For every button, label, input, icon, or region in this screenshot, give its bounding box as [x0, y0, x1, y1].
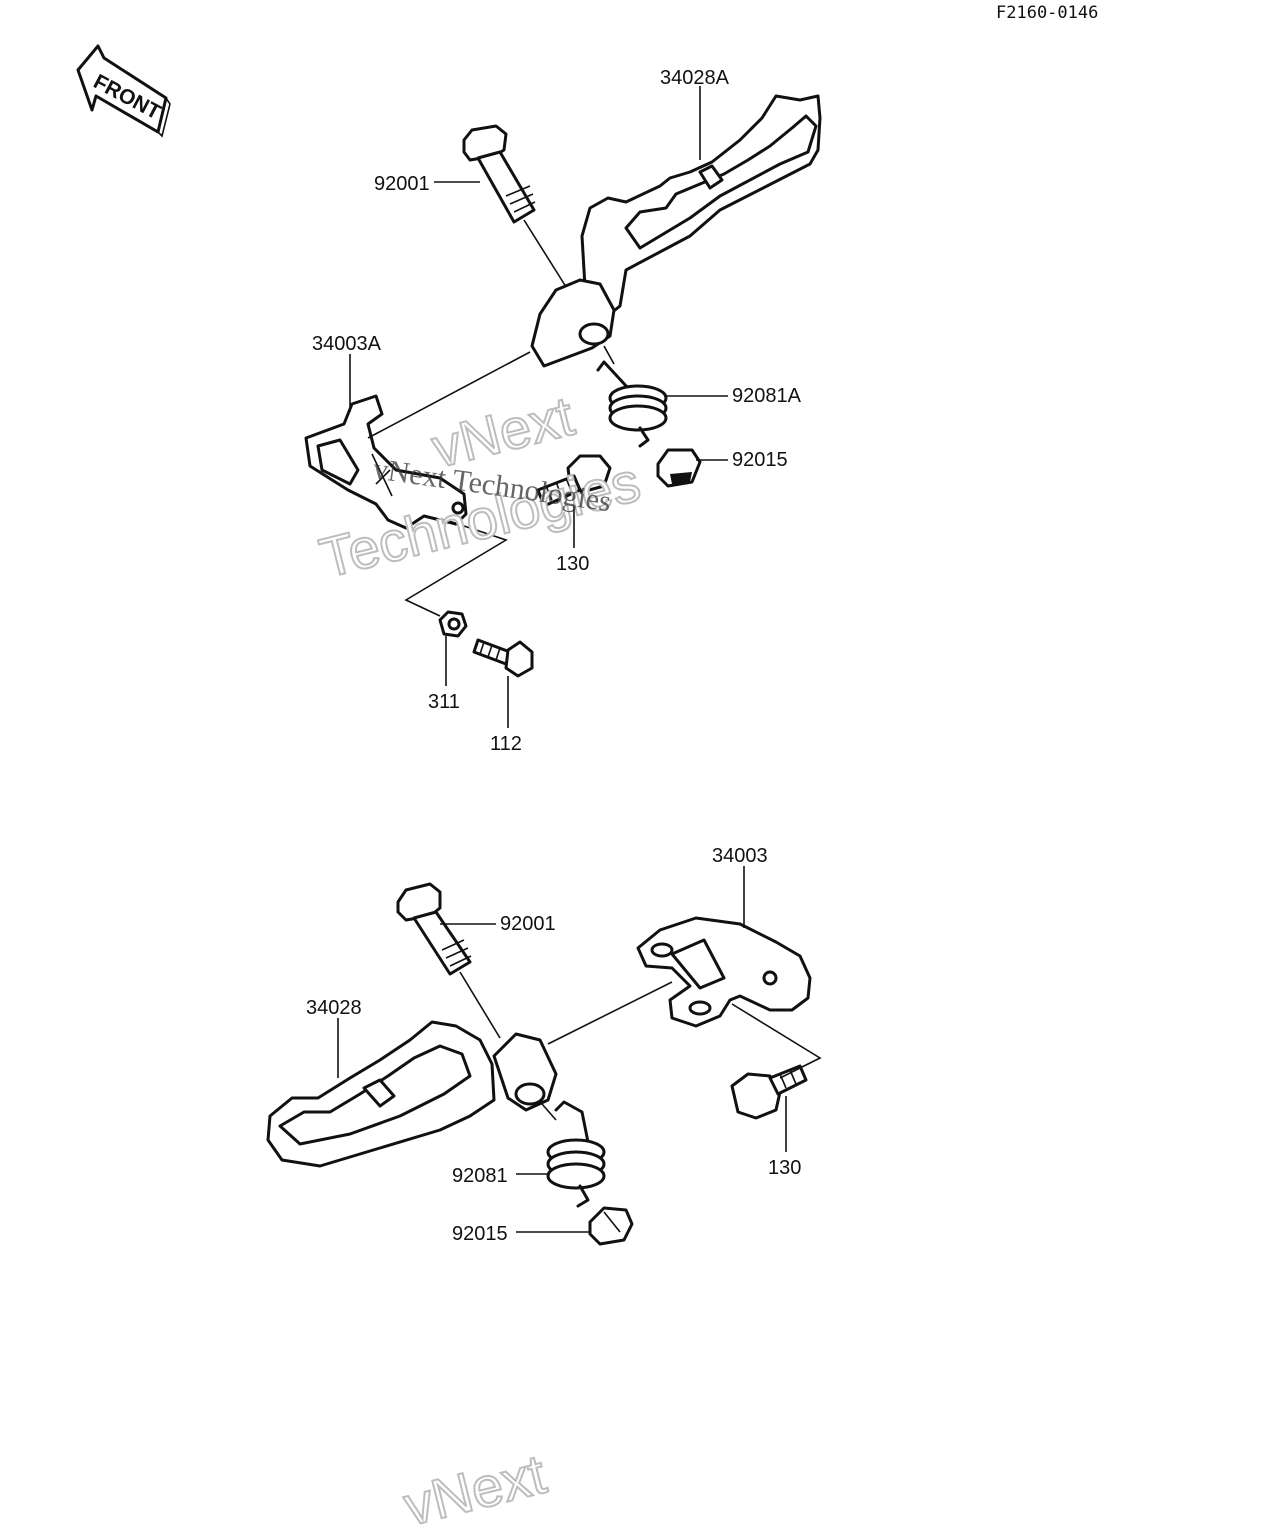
- label-upper-clip: 92015: [732, 449, 788, 471]
- label-lower-spring: 92081: [452, 1165, 508, 1187]
- upper-torsion-spring: [596, 360, 668, 448]
- lower-clip: [588, 1206, 634, 1246]
- label-upper-bracket: 34003A: [312, 333, 382, 355]
- label-lower-bolt: 130: [768, 1157, 801, 1179]
- lower-bracket: [636, 916, 812, 1028]
- assembly-line-lower-bolt: [731, 1003, 822, 1079]
- label-lower-pin: 92001: [500, 913, 556, 935]
- upper-small-bolt: [472, 638, 534, 678]
- upper-flange-bolt: [536, 454, 612, 508]
- lower-clevis-pin: [396, 882, 472, 976]
- label-upper-bolt: 130: [556, 553, 589, 575]
- upper-bracket: [304, 394, 468, 530]
- label-lower-clip: 92015: [452, 1223, 508, 1245]
- assembly-line-upper-peg-bracket: [367, 351, 531, 439]
- diagram-code: F2160-0146: [996, 3, 1098, 23]
- lower-flange-bolt: [730, 1064, 808, 1120]
- label-upper-peg: 34028A: [660, 67, 730, 89]
- label-upper-small-bolt: 112: [490, 733, 522, 755]
- label-lower-peg: 34028: [306, 997, 362, 1019]
- lower-footpeg: [266, 1020, 558, 1168]
- assembly-line-lower-peg-bracket: [547, 981, 673, 1045]
- lower-torsion-spring: [546, 1100, 606, 1208]
- watermark-bottom: vNext: [398, 1442, 553, 1536]
- upper-nut: [438, 610, 468, 638]
- assembly-line-upper-spring: [603, 345, 615, 365]
- front-arrow-icon: FRONT: [76, 44, 171, 138]
- upper-clip: [656, 448, 702, 488]
- lower-pin-leader-line: [459, 971, 501, 1039]
- assembly-line-lower-spring: [541, 1103, 557, 1121]
- upper-pin-leader-line: [523, 219, 569, 291]
- assembly-line-upper-nut: [404, 519, 508, 617]
- label-upper-nut: 311: [428, 691, 460, 713]
- label-upper-pin: 92001: [374, 173, 430, 195]
- label-lower-bracket: 34003: [712, 845, 768, 867]
- label-upper-spring: 92081A: [732, 385, 802, 407]
- upper-footpeg: [530, 94, 822, 368]
- upper-clevis-pin: [462, 124, 536, 224]
